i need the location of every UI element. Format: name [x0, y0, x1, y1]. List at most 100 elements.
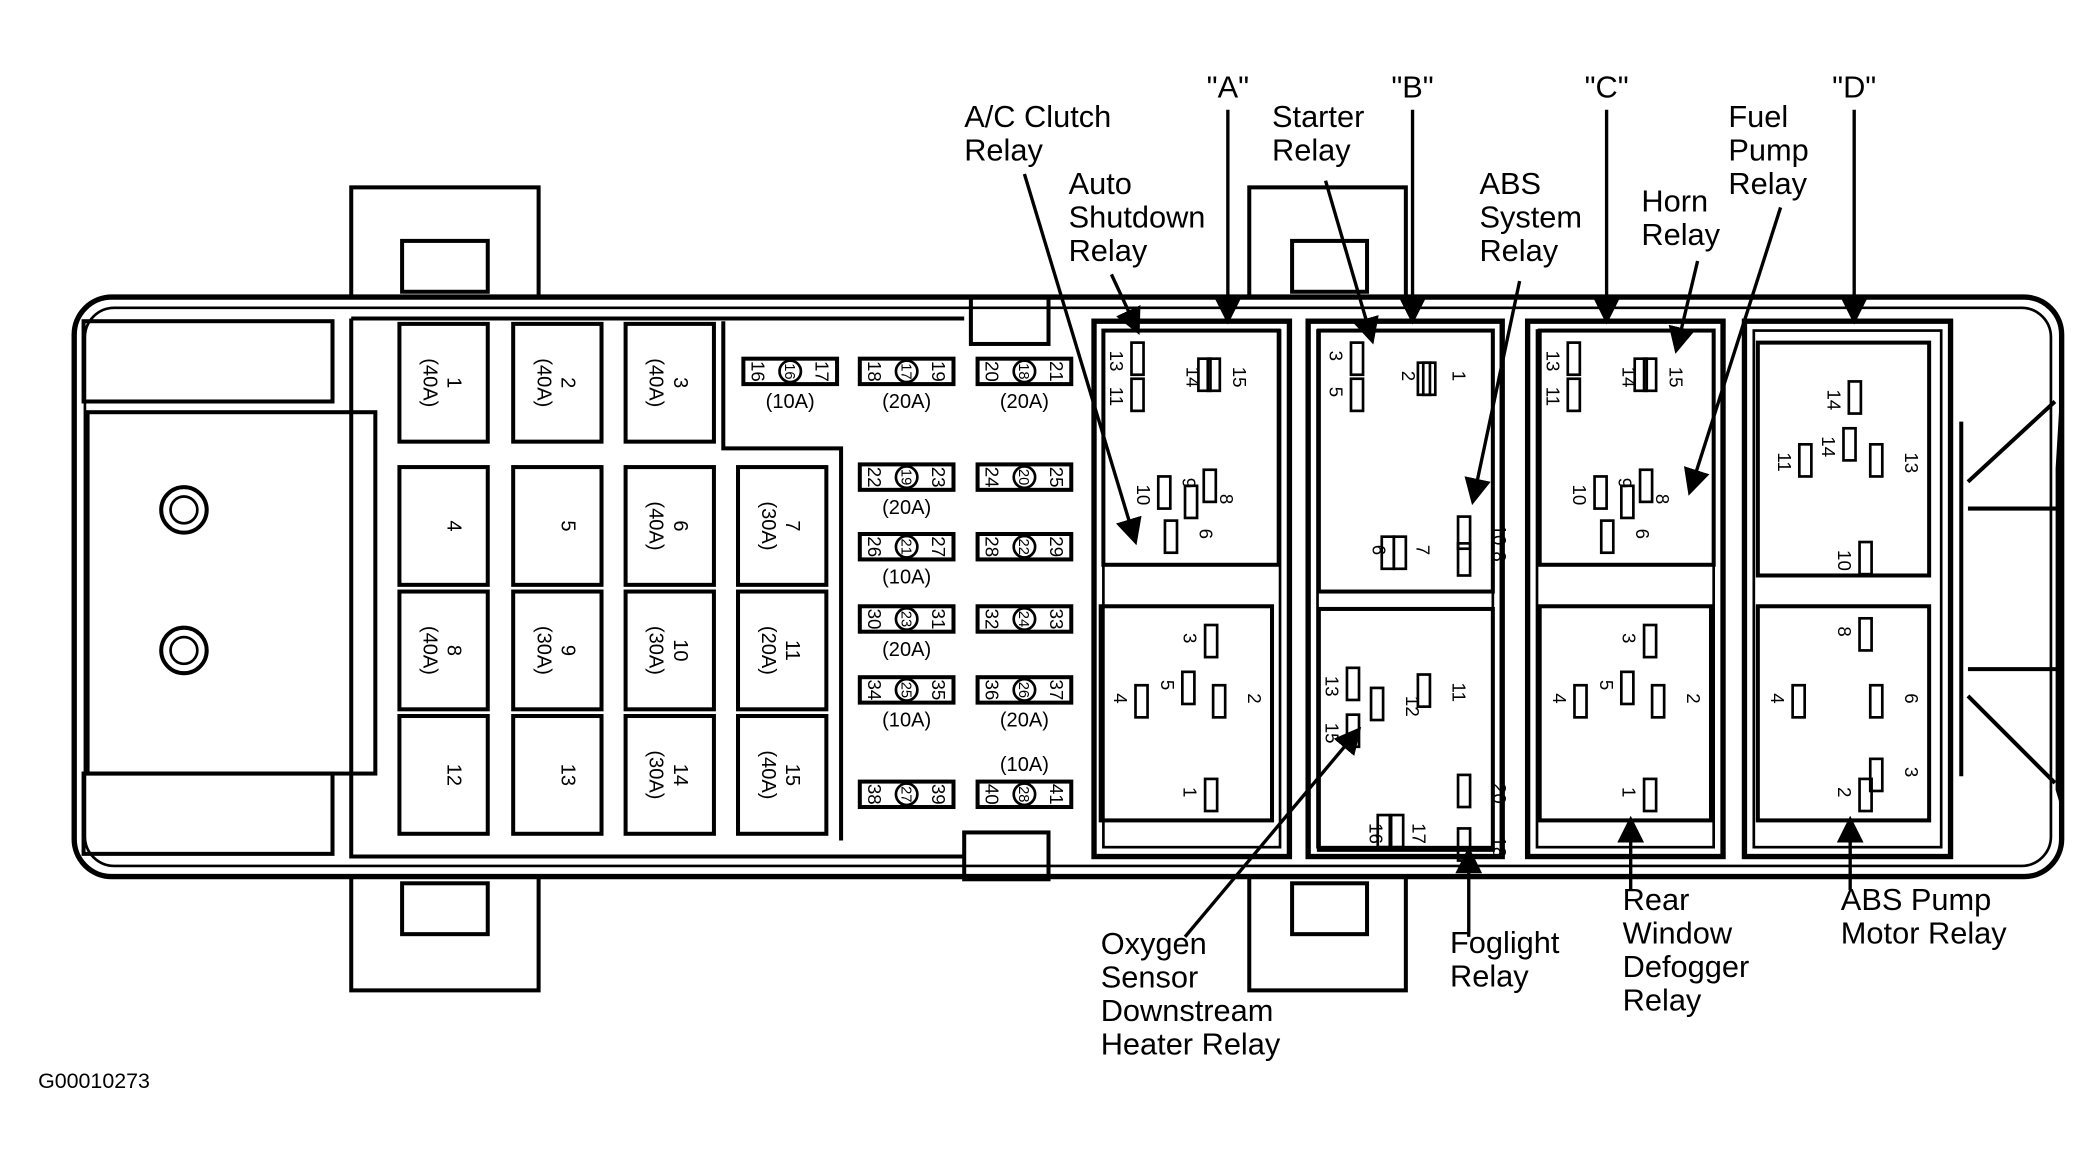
- pin-label-14: 14: [1823, 389, 1844, 410]
- pin-label-15: 15: [1666, 367, 1687, 388]
- pin-label-3: 3: [1901, 767, 1922, 777]
- fuse-number-circle: [894, 359, 919, 384]
- pin-label-13: 13: [1901, 452, 1922, 473]
- callout-label: Relay: [1641, 217, 1720, 252]
- callout-label: Rear: [1623, 882, 1690, 917]
- pin-label-13: 13: [1322, 676, 1343, 697]
- mount-latch-bottom-left: [400, 881, 490, 937]
- maxi-fuse-label: 2(40A): [532, 358, 578, 407]
- callout-label: Relay: [1069, 233, 1148, 268]
- fuse-number: 28: [1015, 786, 1031, 802]
- fuse-rating: (40A): [419, 626, 441, 675]
- callout-group: A/C ClutchRelayAutoShutdownRelayStarterR…: [964, 70, 2007, 1062]
- pin-label-11: 11: [1542, 387, 1563, 406]
- pin-label-5: 5: [1596, 680, 1617, 690]
- callout-label: Relay: [1450, 958, 1529, 993]
- pin-label-3: 3: [1180, 633, 1201, 643]
- fuse-number: 23: [897, 611, 913, 627]
- pin-terminal: [1619, 484, 1635, 520]
- fuse-number-circle: [1012, 677, 1037, 702]
- maxi-fuse-outline: [397, 714, 490, 836]
- fuse-rating: (10A): [882, 710, 931, 732]
- housing-inner-outline: [83, 306, 2053, 868]
- mini-fuse-outline: [857, 356, 956, 387]
- pin-terminal: [1197, 357, 1212, 393]
- maxi-fuse-outline: [736, 714, 829, 836]
- pin-label-2: 2: [1834, 787, 1855, 797]
- maxi-fuse-label: 4: [443, 520, 465, 531]
- pin-terminal: [1203, 777, 1219, 813]
- maxi-fuse-9: 9(30A): [511, 589, 604, 712]
- pin-terminal: [1456, 773, 1472, 809]
- mini-fuse-outline: [741, 356, 840, 387]
- pin-terminal: [1456, 542, 1472, 577]
- fuse-number-circle: [894, 606, 919, 632]
- figure-code: G00010273: [38, 1069, 150, 1093]
- pin-label-8: 8: [1489, 551, 1510, 561]
- callout-label: Relay: [964, 133, 1043, 168]
- maxi-fuse-outline: [397, 589, 490, 712]
- fuse-rating: (20A): [882, 497, 931, 519]
- fuse-rating: (20A): [882, 391, 931, 413]
- fuse-number: 19: [897, 469, 913, 485]
- terminal-a: 26: [864, 536, 885, 557]
- maxi-fuse-outline: [736, 589, 829, 712]
- pin-terminal: [1791, 683, 1807, 719]
- fuse-number: 11: [781, 640, 803, 661]
- fuse-rating: (30A): [645, 750, 667, 799]
- fuse-number: 1: [443, 377, 465, 388]
- fuse-number-circle: [1012, 606, 1037, 632]
- relay-socket-outline: [1755, 340, 1932, 578]
- mini-fuse-outline: [975, 779, 1074, 810]
- pin-terminal: [1868, 442, 1884, 478]
- terminal-a: 28: [982, 536, 1003, 557]
- maxi-fuse-6: 6(40A): [623, 465, 716, 587]
- pin-terminal: [1619, 670, 1635, 706]
- fuse-number-circle: [894, 534, 919, 559]
- terminal-a: 22: [864, 467, 885, 488]
- fuse-number: 14: [669, 764, 691, 786]
- pin-label-6: 6: [1901, 693, 1922, 703]
- section-letter: "D": [1832, 70, 1876, 105]
- fuse-rating: (20A): [757, 626, 779, 675]
- fuse-rating: (10A): [882, 567, 931, 589]
- pin-terminal: [1380, 535, 1396, 571]
- maxi-fuse-14: 14(30A): [623, 714, 716, 836]
- maxi-fuse-label: 12: [443, 764, 465, 786]
- maxi-fuse-label: 9(30A): [532, 626, 578, 675]
- fuse-number: 3: [669, 377, 691, 388]
- terminal-b: 25: [1046, 467, 1067, 488]
- callout-label: ABS Pump: [1841, 882, 1991, 917]
- leader-arrow: [1109, 273, 1141, 335]
- section-letter: "B": [1391, 70, 1433, 105]
- relay-socket-outline: [1101, 328, 1281, 567]
- pin-label-10: 10: [1133, 484, 1154, 505]
- fuse-rating: (20A): [882, 639, 931, 661]
- fuse-number-circle: [1012, 534, 1037, 559]
- pin-label-13: 13: [1542, 351, 1563, 372]
- terminal-b: 23: [928, 467, 949, 488]
- pin-label-10: 10: [1834, 550, 1855, 571]
- fuse-number: 7: [781, 520, 803, 531]
- pin-terminal: [1638, 468, 1654, 504]
- callout-label: Window: [1623, 916, 1733, 951]
- pin-label-10: 10: [1569, 484, 1590, 505]
- relay-section-inner: [1752, 329, 1943, 849]
- pin-terminal: [1349, 341, 1365, 377]
- pin-terminal: [1392, 535, 1408, 571]
- terminal-b: 19: [928, 361, 949, 382]
- pin-terminal: [1130, 377, 1145, 413]
- maxi-fuse-4: 4: [397, 465, 490, 587]
- pin-label-6: 6: [1368, 545, 1389, 555]
- maxi-fuse-11: 11(20A): [736, 589, 829, 712]
- pin-label-10: 10: [1489, 525, 1510, 546]
